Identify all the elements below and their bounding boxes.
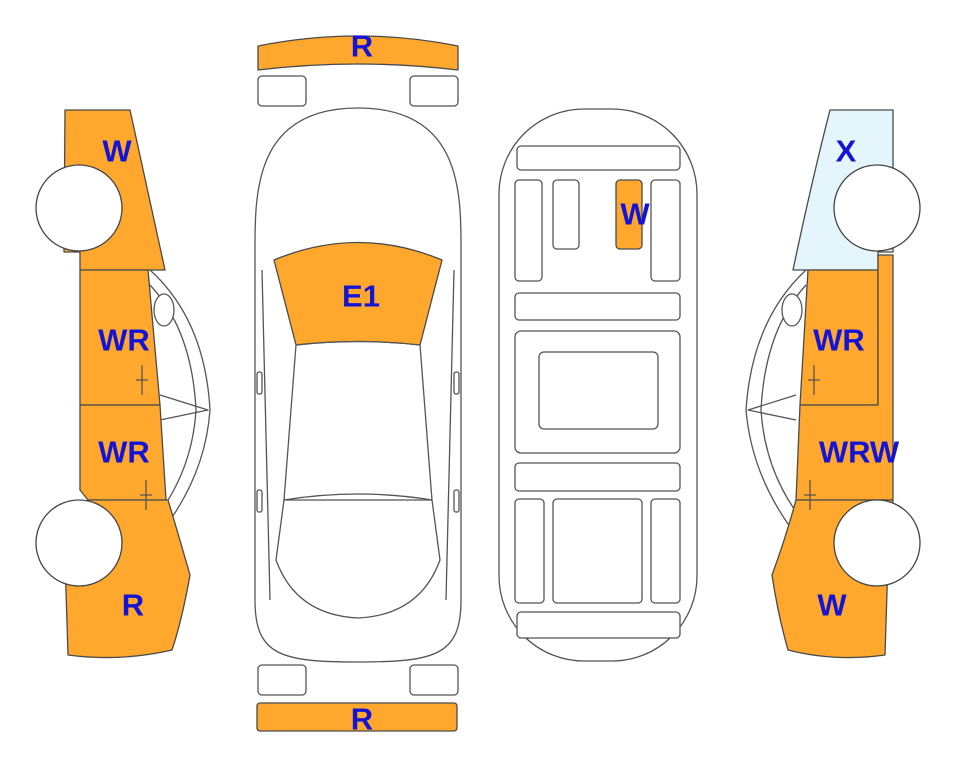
right-rear-quarter-label: W (817, 588, 847, 623)
right-mirror (453, 371, 460, 395)
left-mirror (256, 371, 263, 395)
left-front-wheel (35, 164, 123, 252)
underside-rear-left (514, 498, 545, 604)
left-rear-door-handle (140, 480, 152, 510)
right-rear-door-label: WRW (819, 435, 900, 470)
underside-inner-left (552, 179, 580, 250)
left-rear-mirror (256, 489, 263, 513)
right-front-wheel (833, 164, 921, 252)
right-front-door-handle (808, 365, 820, 395)
underside-front-bar (516, 145, 681, 171)
underside-cross-bar (514, 292, 681, 321)
rear-bumper-panel[interactable] (256, 702, 458, 732)
underside-rear-bar (514, 462, 681, 492)
left-side-mirror (153, 293, 175, 327)
right-rear-door-handle (804, 480, 816, 510)
left-side-mirror-line (159, 394, 209, 421)
left-front-door-handle (136, 365, 148, 395)
front-bumper-label: R (351, 29, 373, 64)
right-rear-mirror (453, 489, 460, 513)
left-rear-door-label: WR (98, 435, 150, 470)
top-view-body-outline (254, 107, 462, 663)
left-front-door-label: WR (98, 323, 150, 358)
left-front-fender-label: W (102, 134, 132, 169)
roof-panel[interactable] (615, 179, 643, 250)
rear-right-taillight (409, 664, 459, 696)
underside-right-rail (650, 179, 681, 282)
front-right-headlight (409, 75, 459, 107)
underside-end-bar (516, 611, 681, 639)
hood-label: E1 (342, 279, 380, 314)
left-side-window-outline (149, 269, 211, 541)
front-bumper-panel[interactable] (257, 35, 459, 71)
rear-left-taillight (257, 664, 307, 696)
left-rear-wheel (35, 499, 123, 587)
front-left-headlight (257, 75, 307, 107)
right-front-door-label: WR (813, 323, 865, 358)
underside-rear-center (552, 498, 643, 604)
left-rear-quarter-label: R (122, 588, 144, 623)
right-side-mirror-line (747, 394, 797, 421)
top-left-pillar-line (261, 269, 271, 601)
underside-rear-right (650, 498, 681, 604)
top-right-pillar-line (445, 269, 455, 601)
right-side-window-outline (745, 269, 807, 541)
right-rear-wheel (833, 499, 921, 587)
rear-window-outline (275, 499, 441, 619)
roof-outline (283, 340, 433, 501)
underside-outline (498, 108, 698, 662)
right-front-fender-label: X (836, 134, 857, 169)
underside-left-rail (514, 179, 543, 282)
roof-panel-label: W (620, 197, 650, 232)
underside-mid-inner (538, 351, 659, 430)
right-side-mirror (781, 293, 803, 327)
rear-bumper-label: R (351, 702, 373, 737)
